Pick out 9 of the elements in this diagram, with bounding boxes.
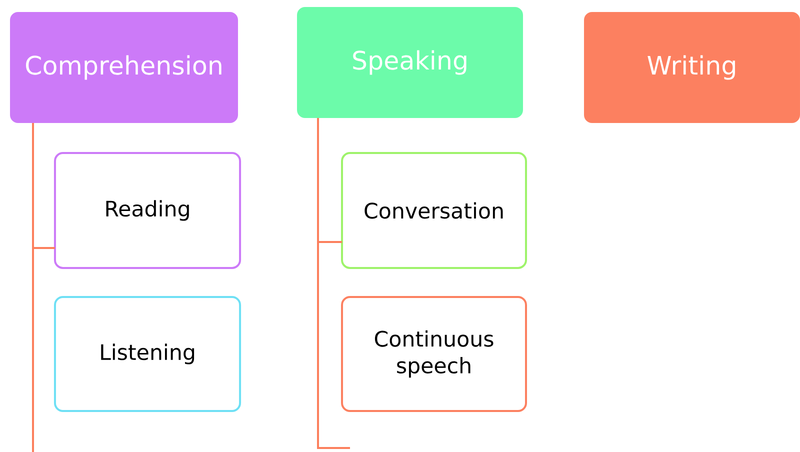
category-box: Speaking xyxy=(297,7,523,118)
connector-line xyxy=(32,122,55,249)
category-box: Comprehension xyxy=(10,12,238,123)
skill-box: Continuous speech xyxy=(341,296,527,412)
skill-box: Conversation xyxy=(341,152,527,269)
category-box: Writing xyxy=(584,12,800,123)
skill-box: Listening xyxy=(54,296,242,412)
connector-line xyxy=(317,118,342,243)
skill-box: Reading xyxy=(54,152,242,269)
